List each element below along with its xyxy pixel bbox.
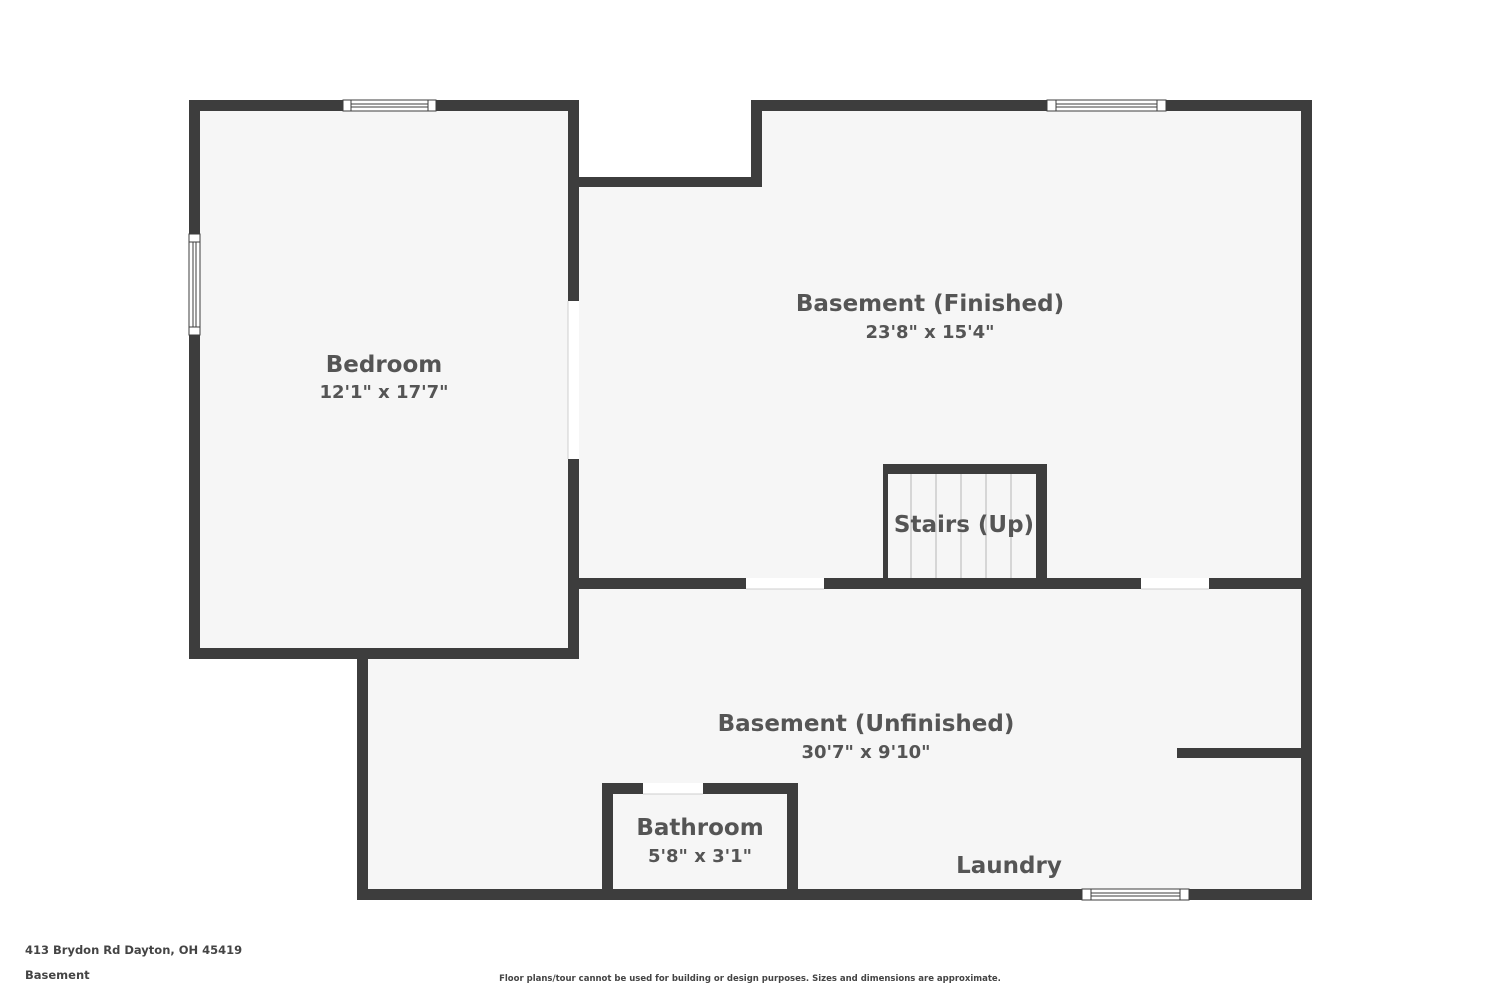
property-address: 413 Brydon Rd Dayton, OH 45419 <box>25 943 243 957</box>
window-finished-top <box>1046 99 1167 112</box>
window-bedroom-top <box>342 99 437 112</box>
divider-wall <box>568 578 1312 589</box>
floor-level-label: Basement <box>25 968 90 982</box>
bathroom-wall-left <box>602 783 613 900</box>
doorways <box>568 301 1209 794</box>
basement-unfinished-name: Basement (Unfinished) <box>718 711 1015 737</box>
bedroom-floor <box>195 106 573 653</box>
bathroom-name: Bathroom <box>636 815 763 841</box>
basement-finished-dimensions: 23'8" x 15'4" <box>865 322 994 343</box>
unfinished-wall-left <box>357 648 368 900</box>
laundry-partition <box>1177 748 1312 758</box>
bedroom-wall-bottom <box>189 648 579 659</box>
stairs-wall-right <box>1036 464 1047 586</box>
windows <box>188 99 1190 901</box>
window-laundry-bottom <box>1081 888 1190 901</box>
unfinished-wall-bottom <box>357 889 1312 900</box>
bathroom-wall-right <box>787 783 798 900</box>
divider-doorway-right <box>1141 578 1209 589</box>
notch-wall-horizontal <box>568 177 762 187</box>
outer-wall-right <box>1301 100 1312 900</box>
disclaimer-text: Floor plans/tour cannot be used for buil… <box>499 974 1001 984</box>
finished-wall-top <box>751 100 1312 111</box>
basement-unfinished-dimensions: 30'7" x 9'10" <box>801 742 930 763</box>
bedroom-doorway <box>568 301 579 459</box>
bathroom-dimensions: 5'8" x 3'1" <box>648 846 752 867</box>
laundry-name: Laundry <box>956 853 1062 879</box>
notch-wall-vertical <box>751 100 762 187</box>
basement-unfinished-floor <box>363 584 1306 894</box>
window-bedroom-left <box>188 233 201 336</box>
divider-doorway-left <box>746 578 824 589</box>
bathroom-doorway <box>643 783 703 794</box>
basement-finished-floor <box>573 106 1306 584</box>
stairs-treads <box>888 474 1036 578</box>
room-labels: Bedroom 12'1" x 17'7" Basement (Finished… <box>319 291 1064 879</box>
doorway-edges <box>567 301 1209 795</box>
stairs-name: Stairs (Up) <box>894 512 1034 538</box>
bedroom-name: Bedroom <box>326 352 443 378</box>
bedroom-wall-left <box>189 100 200 659</box>
stairs-wall-left <box>883 464 888 586</box>
basement-finished-name: Basement (Finished) <box>796 291 1064 317</box>
floor-fills <box>195 106 1306 894</box>
stairs-wall-top <box>883 464 1047 474</box>
bedroom-dimensions: 12'1" x 17'7" <box>319 382 448 403</box>
